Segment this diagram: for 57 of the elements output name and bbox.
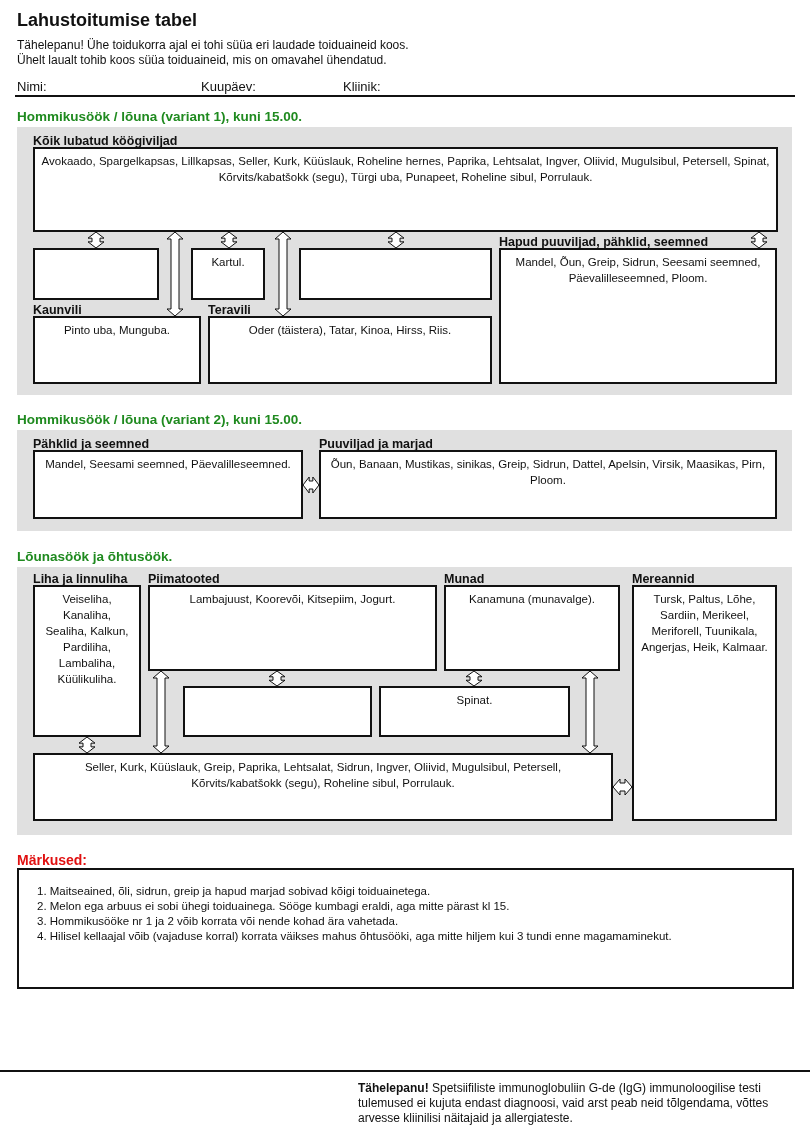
food-list: Kartul. (193, 250, 263, 274)
title: Lahustoitumise tabel (17, 10, 198, 31)
group-heading: Munad (444, 572, 485, 587)
disclaimer-note: Tähelepanu! Spetsiifiliste immunoglobuliin G-de (IgG) immunoloogilise testi tulemused ei kujuta endast diagnoosi, vaid arst peab neid tõlgendama, võttes arvesse kliinilisi näitajaid ja allergiateste. (358, 1081, 770, 1126)
section-heading: Lõunasöök ja õhtusöök. (17, 549, 173, 564)
group-heading: Mereannid (632, 572, 695, 587)
group-heading: Puuviljad ja marjad (319, 437, 433, 452)
note-item: 1. Maitseained, õli, sidrun, greip ja hapud marjad sobivad kõigi toiduainetega. (37, 884, 431, 899)
note-item: 2. Melon ega arbuus ei sobi ühegi toiduainega. Sööge kumbagi eraldi, aga mitte pärast kl 15. (37, 899, 510, 914)
instruction-text: Tähelepanu! Ühe toidukorra ajal ei tohi süüa eri laudade toiduaineid koos. (17, 38, 409, 53)
empty-box (299, 248, 492, 300)
double-arrow (750, 231, 768, 249)
instruction-text: Ühelt laualt tohib koos süüa toiduaineid, mis on omavahel ühendatud. (17, 53, 387, 68)
group-heading: Kõik lubatud köögiviljad (33, 134, 178, 149)
field-label: Kliinik: (343, 79, 381, 94)
section-heading: Hommikusöök / lõuna (variant 2), kuni 15.00. (17, 412, 303, 427)
food-list: Mandel, Õun, Greip, Sidrun, Seesami seemned, Päevalilleseemned, Ploom. (501, 250, 775, 290)
double-arrow (268, 670, 286, 687)
group-heading: Teravili (208, 303, 251, 318)
double-arrow (581, 670, 599, 754)
group-heading: Hapud puuviljad, pähklid, seemned (499, 235, 709, 250)
double-arrow (78, 736, 96, 754)
empty-box (183, 686, 372, 737)
food-list: Spinat. (381, 688, 568, 712)
food-list: Avokaado, Spargelkapsas, Lillkapsas, Seller, Kurk, Küüslauk, Roheline hernes, Paprika, Lehtsalat, Ingver, Oliivid, Mugulsibul, Petersell, Spinat, Kõrvits/kabatšokk (segu), Türgi uba, Punapeet, Roheline sibul, Porrulauk. (35, 149, 776, 189)
field-label: Nimi: (17, 79, 47, 94)
group-heading: Piimatooted (148, 572, 220, 587)
food-group-box (33, 753, 613, 821)
field-label: Kuupäev: (201, 79, 256, 94)
empty-box (33, 248, 159, 300)
food-list: Oder (täistera), Tatar, Kinoa, Hirss, Riis. (210, 318, 490, 342)
food-list: Õun, Banaan, Mustikas, sinikas, Greip, Sidrun, Dattel, Apelsin, Virsik, Maasikas, Pirn, Ploom. (321, 452, 775, 492)
double-arrow (387, 231, 405, 249)
section-heading: Hommikusöök / lõuna (variant 1), kuni 15.00. (17, 109, 303, 124)
double-arrow (612, 778, 633, 796)
note-item: 4. Hilisel kellaajal võib (vajaduse korral) korrata väikses mahus õhtusööki, aga mitte hiljem kui 3 tundi enne magamaminekut. (37, 929, 672, 944)
notes-heading: Märkused: (17, 852, 88, 868)
group-heading: Pähklid ja seemned (33, 437, 150, 452)
group-heading: Liha ja linnuliha (33, 572, 128, 587)
double-arrow (166, 231, 184, 317)
double-arrow (302, 476, 320, 494)
food-list: Kanamuna (munavalge). (446, 587, 618, 611)
food-group-box (191, 248, 265, 300)
food-list: Veiseliha, Kanaliha, Sealiha, Kalkun, Pardiliha, Lambaliha, Küülikuliha. (35, 587, 139, 691)
double-arrow (152, 670, 170, 754)
double-arrow (87, 231, 105, 249)
food-list: Tursk, Paltus, Lõhe, Sardiin, Merikeel, Meriforell, Tuunikala, Angerjas, Heik, Kalmaar. (634, 587, 775, 659)
double-arrow (220, 231, 238, 249)
double-arrow (274, 231, 292, 317)
food-list: Mandel, Seesami seemned, Päevalilleseemned. (35, 452, 301, 476)
food-list: Seller, Kurk, Küüslauk, Greip, Paprika, Lehtsalat, Sidrun, Ingver, Oliivid, Mugulsibul, Petersell, Kõrvits/kabatšokk (segu), Roheline sibul, Porrulauk. (35, 755, 611, 795)
group-heading: Kaunvili (33, 303, 82, 318)
double-arrow (465, 670, 483, 687)
food-list: Pinto uba, Munguba. (35, 318, 199, 342)
note-item: 3. Hommikusööke nr 1 ja 2 võib korrata või nende kohad ära vahetada. (37, 914, 399, 929)
food-group-box (379, 686, 570, 737)
food-list: Lambajuust, Koorevõi, Kitsepiim, Jogurt. (150, 587, 435, 611)
